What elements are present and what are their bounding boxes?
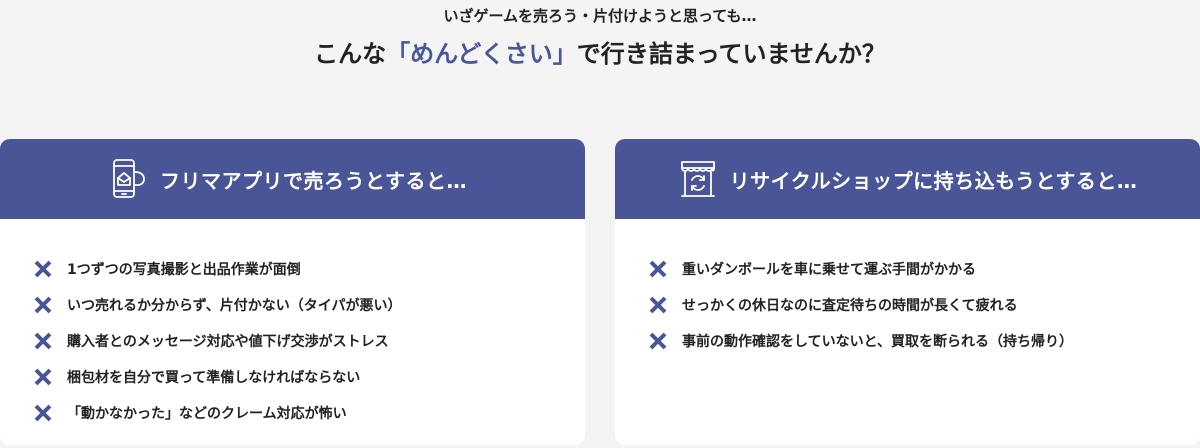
flea-market-issue-list: 1つずつの写真撮影と出品作業が面倒 いつ売れるか分からず、片付かない（タイパが悪… bbox=[33, 251, 401, 431]
cross-icon bbox=[33, 259, 53, 279]
cross-icon bbox=[648, 259, 668, 279]
list-item: 購入者とのメッセージ対応や値下げ交渉がストレス bbox=[33, 323, 401, 359]
list-item-text: 購入者とのメッセージ対応や値下げ交渉がストレス bbox=[67, 334, 389, 350]
recycle-shop-card-header: リサイクルショップに持ち込もうとすると… bbox=[615, 139, 1200, 219]
intro-title: こんな「めんどくさい」で行き詰まっていませんか？ bbox=[0, 34, 1200, 74]
list-item: 梱包材を自分で買って準備しなければならない bbox=[33, 359, 401, 395]
intro-title-highlight: 「めんどくさい」 bbox=[386, 40, 577, 68]
recycle-shop-issue-list: 重いダンボールを車に乗せて運ぶ手間がかかる せっかくの休日なのに査定待ちの時間が… bbox=[648, 251, 1073, 359]
list-item: 事前の動作確認をしていないと、買取を断られる（持ち帰り） bbox=[648, 323, 1073, 359]
list-item-text: 事前の動作確認をしていないと、買取を断られる（持ち帰り） bbox=[682, 334, 1074, 350]
list-item-text: 「動かなかった」などのクレーム対応が怖い bbox=[67, 406, 347, 422]
list-item-text: 重いダンボールを車に乗せて運ぶ手間がかかる bbox=[682, 262, 976, 278]
list-item: 重いダンボールを車に乗せて運ぶ手間がかかる bbox=[648, 251, 1073, 287]
intro-title-after: で行き詰まっていませんか？ bbox=[576, 40, 886, 68]
flea-market-card: フリマアプリで売ろうとすると… 1つずつの写真撮影と出品作業が面倒 いつ売れるか… bbox=[0, 139, 585, 445]
shop-recycle-icon bbox=[678, 158, 718, 200]
list-item: 1つずつの写真撮影と出品作業が面倒 bbox=[33, 251, 401, 287]
intro-subtitle: いざゲームを売ろう・片付けようと思っても… bbox=[443, 7, 757, 25]
cross-icon bbox=[648, 295, 668, 315]
cross-icon bbox=[648, 331, 668, 351]
list-item-text: せっかくの休日なのに査定待ちの時間が長くて疲れる bbox=[682, 298, 1018, 314]
flea-market-card-header: フリマアプリで売ろうとすると… bbox=[0, 139, 585, 219]
list-item: いつ売れるか分からず、片付かない（タイパが悪い） bbox=[33, 287, 401, 323]
list-item-text: いつ売れるか分からず、片付かない（タイパが悪い） bbox=[67, 298, 402, 314]
smartphone-mail-icon bbox=[108, 158, 148, 200]
recycle-shop-card: リサイクルショップに持ち込もうとすると… 重いダンボールを車に乗せて運ぶ手間がか… bbox=[615, 139, 1200, 445]
cross-icon bbox=[33, 295, 53, 315]
list-item: せっかくの休日なのに査定待ちの時間が長くて疲れる bbox=[648, 287, 1073, 323]
list-item: 「動かなかった」などのクレーム対応が怖い bbox=[33, 395, 401, 431]
flea-market-card-title: フリマアプリで売ろうとすると… bbox=[160, 168, 467, 193]
list-item-text: 梱包材を自分で買って準備しなければならない bbox=[67, 370, 361, 386]
intro-title-before: こんな bbox=[314, 40, 387, 68]
cross-icon bbox=[33, 331, 53, 351]
list-item-text: 1つずつの写真撮影と出品作業が面倒 bbox=[67, 262, 301, 278]
recycle-shop-card-title: リサイクルショップに持ち込もうとすると… bbox=[729, 168, 1138, 193]
cross-icon bbox=[33, 403, 53, 423]
cross-icon bbox=[33, 367, 53, 387]
